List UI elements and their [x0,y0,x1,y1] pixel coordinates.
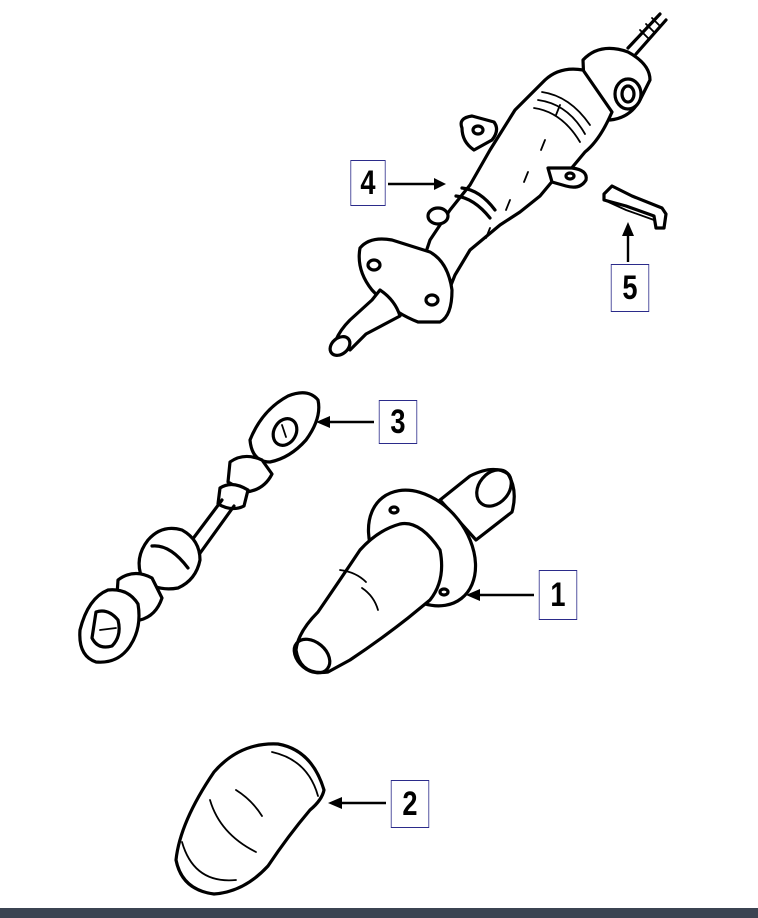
bracket-key-part [602,184,668,230]
inner-boot-part [174,742,326,896]
callout-5[interactable]: 5 [610,264,650,312]
callout-4[interactable]: 4 [350,160,386,206]
steering-column-part [328,12,668,357]
callout-2[interactable]: 2 [390,780,430,828]
boot-cover-part [292,467,516,675]
callout-1[interactable]: 1 [538,570,578,620]
leader-lines [316,178,634,809]
intermediate-shaft-part [78,391,321,664]
callout-3[interactable]: 3 [378,400,418,444]
bottom-bar [0,908,758,918]
